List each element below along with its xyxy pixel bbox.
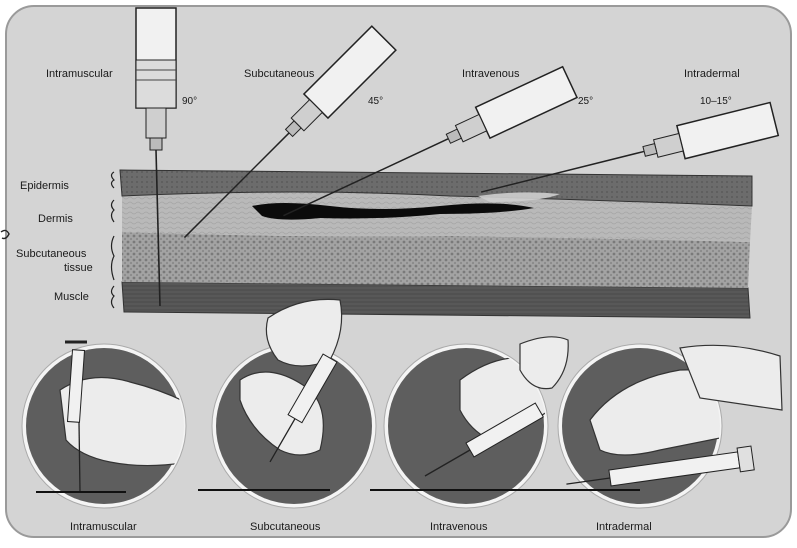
angle-subcutaneous: 45° (368, 96, 383, 107)
label-subcutaneous-1: Subcutaneous (16, 248, 87, 260)
label-top-intradermal: Intradermal (684, 68, 740, 80)
label-subcutaneous-2: tissue (64, 262, 93, 274)
caption-intravenous: Intravenous (430, 521, 488, 533)
caption-intradermal: Intradermal (596, 521, 652, 533)
angle-intramuscular: 90° (182, 96, 197, 107)
label-epidermis: Epidermis (20, 180, 69, 192)
skin-cross-section (120, 170, 752, 318)
caption-intramuscular: Intramuscular (70, 521, 137, 533)
label-dermis: Dermis (38, 213, 73, 225)
muscle-layer (122, 282, 750, 318)
angle-intravenous: 25° (578, 96, 593, 107)
label-top-subcutaneous: Subcutaneous (244, 68, 315, 80)
label-top-intramuscular: Intramuscular (46, 68, 113, 80)
angle-intradermal: 10–15° (700, 96, 732, 107)
caption-subcutaneous: Subcutaneous (250, 521, 321, 533)
label-muscle: Muscle (54, 291, 89, 303)
subcutaneous-layer (122, 232, 750, 288)
label-top-intravenous: Intravenous (462, 68, 520, 80)
